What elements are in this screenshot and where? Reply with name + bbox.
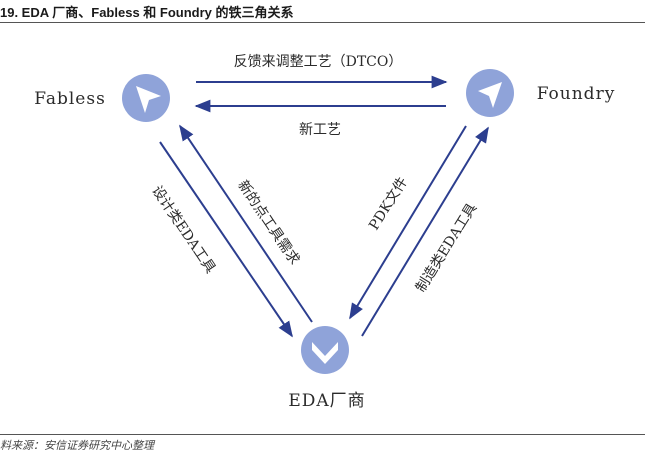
label-foundry-to-eda: PDK文件	[366, 175, 411, 234]
arrow-foundry-to-eda	[349, 125, 467, 320]
arrow-cursor-icon	[478, 82, 502, 108]
source-note: 料来源：安信证券研究中心整理	[0, 439, 154, 452]
bottom-divider	[0, 434, 645, 435]
label-foundry-to-fabless: 新工艺	[299, 122, 341, 138]
figure-title: 19. EDA 厂商、Fabless 和 Foundry 的铁三角关系	[0, 5, 294, 20]
foundry-node	[466, 69, 514, 117]
arrow-fabless-to-eda	[159, 141, 293, 338]
eda-label: EDA厂商	[288, 391, 365, 411]
arrow-eda-to-fabless	[179, 124, 313, 323]
label-eda-to-foundry: 制造类EDA工具	[413, 201, 480, 296]
fabless-label: Fabless	[34, 89, 106, 109]
chevron-down-icon	[312, 342, 338, 364]
foundry-label: Foundry	[537, 84, 616, 104]
label-fabless-to-eda: 设计类EDA工具	[148, 183, 218, 276]
arrow-eda-to-foundry	[361, 126, 489, 337]
arrow-cursor-icon	[136, 86, 161, 113]
fabless-node	[122, 74, 170, 122]
eda-node	[301, 326, 349, 374]
title-divider	[0, 22, 645, 23]
label-fabless-to-foundry: 反馈来调整工艺（DTCO）	[234, 54, 403, 70]
